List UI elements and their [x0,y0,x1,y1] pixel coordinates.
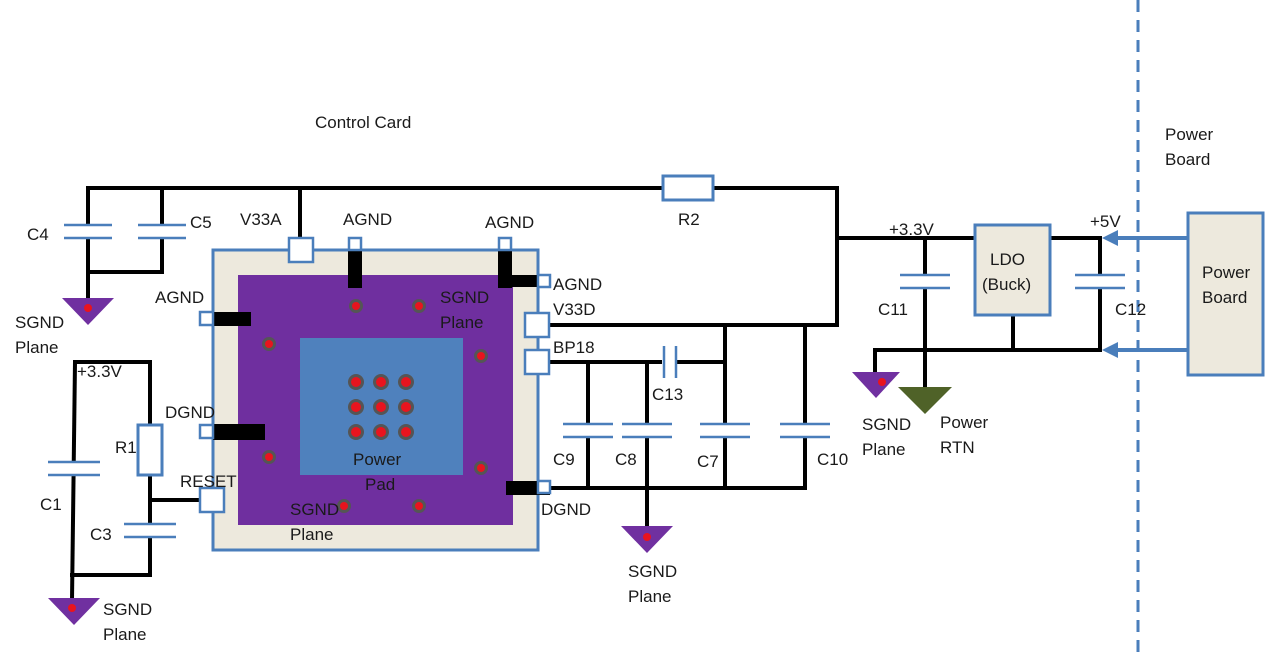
label-v33a: V33A [240,210,282,229]
ldo-label-line1: LDO [990,250,1025,269]
agnd-left-trace [213,312,251,326]
label-agnd-right: AGND [553,275,602,294]
label-rail-3v3-ldo: +3.3V [889,220,935,239]
capacitor-c4 [64,223,112,240]
power-rtn-symbol [898,387,952,414]
power-board-region-label-line2: Board [1165,150,1210,169]
label-agnd-top-right: AGND [485,213,534,232]
capacitor-c1 [48,460,100,477]
capacitor-c9 [563,422,613,439]
label-dgnd-left: DGND [165,403,215,422]
pin-bp18 [523,348,551,376]
label-r2: R2 [678,210,700,229]
label-v33d: V33D [553,300,596,319]
capacitor-c13 [662,346,678,378]
capacitor-c11 [900,273,950,290]
power-board-box-label-line1: Power [1202,263,1251,282]
label-c13: C13 [652,385,683,404]
sgnd-topleft-line1: SGND [15,313,64,332]
power-pad-label-line2: Pad [365,475,395,494]
pin-agnd-top-right [497,236,513,252]
capacitor-c10 [780,422,830,439]
capacitor-c12 [1075,273,1125,290]
pin-v33a [287,236,315,264]
label-c11: C11 [878,300,908,319]
label-c5: C5 [190,213,212,232]
label-rail-3v3-left: +3.3V [77,362,123,381]
control-card-label: Control Card [315,113,411,132]
pin-reset [198,486,226,514]
power-board-box-label-line2: Board [1202,288,1247,307]
sgnd-bottomleft-line2: Plane [103,625,146,644]
label-c1: C1 [40,495,62,514]
power-rtn-line2: RTN [940,438,975,457]
power-rtn-line1: Power [940,413,989,432]
resistor-r2 [661,174,715,202]
label-agnd-top-left: AGND [343,210,392,229]
power-pad-vias [348,374,414,440]
chip-sgnd-plane-bottom-line2: Plane [290,525,333,544]
pin-agnd-right [536,273,552,289]
label-agnd-left: AGND [155,288,204,307]
label-reset: RESET [180,472,237,491]
label-c10: C10 [817,450,848,469]
label-c12: C12 [1115,300,1146,319]
sgnd-symbol-bottomleft [48,598,100,625]
sgnd-bottom-mid-line2: Plane [628,587,671,606]
capacitor-c8 [622,422,672,439]
sgnd-topleft-line2: Plane [15,338,58,357]
pin-agnd-left [198,310,215,327]
wires [69,186,1102,603]
sgnd-ldo-line2: Plane [862,440,905,459]
resistor-r1 [136,423,164,477]
power-pad-label-line1: Power [353,450,402,469]
sgnd-symbol-bottom-mid [621,526,673,553]
label-dgnd-right: DGND [541,500,591,519]
pin-v33d [523,311,551,339]
label-bp18: BP18 [553,338,595,357]
chip-sgnd-plane-bottom-line1: SGND [290,500,339,519]
ldo-block [973,223,1052,317]
label-r1: R1 [115,438,137,457]
agnd-right-trace [498,275,538,287]
agnd-top-left-trace [348,250,362,288]
capacitor-c5 [138,223,186,240]
pin-dgnd-right [536,479,552,495]
sgnd-symbol-ldo [852,372,900,398]
sgnd-symbol-topleft [62,298,114,325]
label-c4: C4 [27,225,49,244]
power-board-block [1186,211,1265,377]
pin-dgnd-left [198,423,215,440]
pin-agnd-top-left [347,236,363,252]
chip-sgnd-plane-top-line2: Plane [440,313,483,332]
label-rail-5v: +5V [1090,212,1121,231]
sgnd-ldo-line1: SGND [862,415,911,434]
power-board-region-label-line1: Power [1165,125,1214,144]
label-c7: C7 [697,452,719,471]
capacitor-c7 [700,422,750,439]
die-vias [262,299,488,513]
label-c9: C9 [553,450,575,469]
dgnd-left-trace [213,424,265,440]
sgnd-bottom-mid-line1: SGND [628,562,677,581]
sgnd-bottomleft-line1: SGND [103,600,152,619]
label-c3: C3 [90,525,112,544]
power-arrows [1102,230,1188,358]
capacitor-c3 [124,522,176,539]
chip-sgnd-plane-top-line1: SGND [440,288,489,307]
label-c8: C8 [615,450,637,469]
ldo-label-line2: (Buck) [982,275,1031,294]
